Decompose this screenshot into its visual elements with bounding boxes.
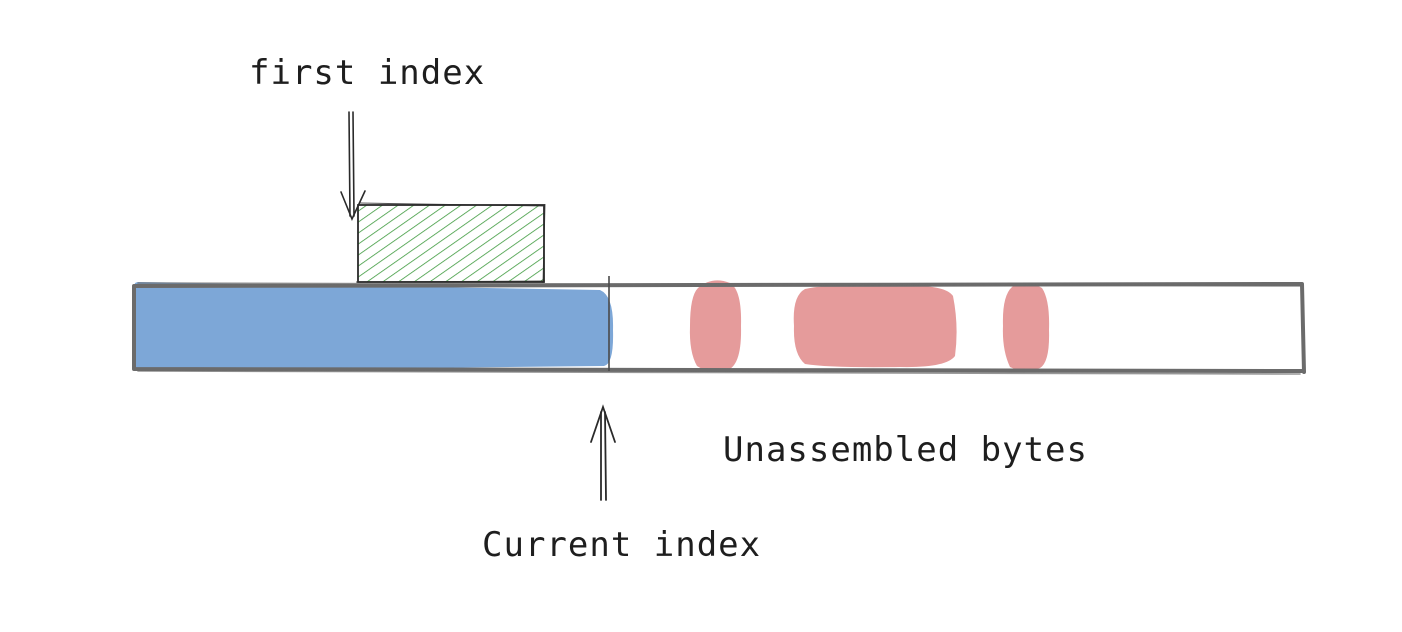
assembled-bytes-region (132, 282, 614, 372)
unassembled-bytes-label: Unassembled bytes (723, 430, 1088, 470)
current-index-label: Current index (482, 525, 761, 565)
unassembled-chunk-2 (793, 285, 957, 368)
first-index-label: first index (249, 53, 485, 93)
first-index-arrow (340, 111, 366, 222)
incoming-segment (357, 204, 545, 283)
current-index-arrow (590, 404, 616, 501)
unassembled-chunk-3 (1002, 282, 1050, 371)
incoming-segment-sketch (355, 202, 546, 284)
unassembled-chunk-1 (689, 280, 742, 372)
buffer-outline-sketch (137, 282, 1301, 375)
